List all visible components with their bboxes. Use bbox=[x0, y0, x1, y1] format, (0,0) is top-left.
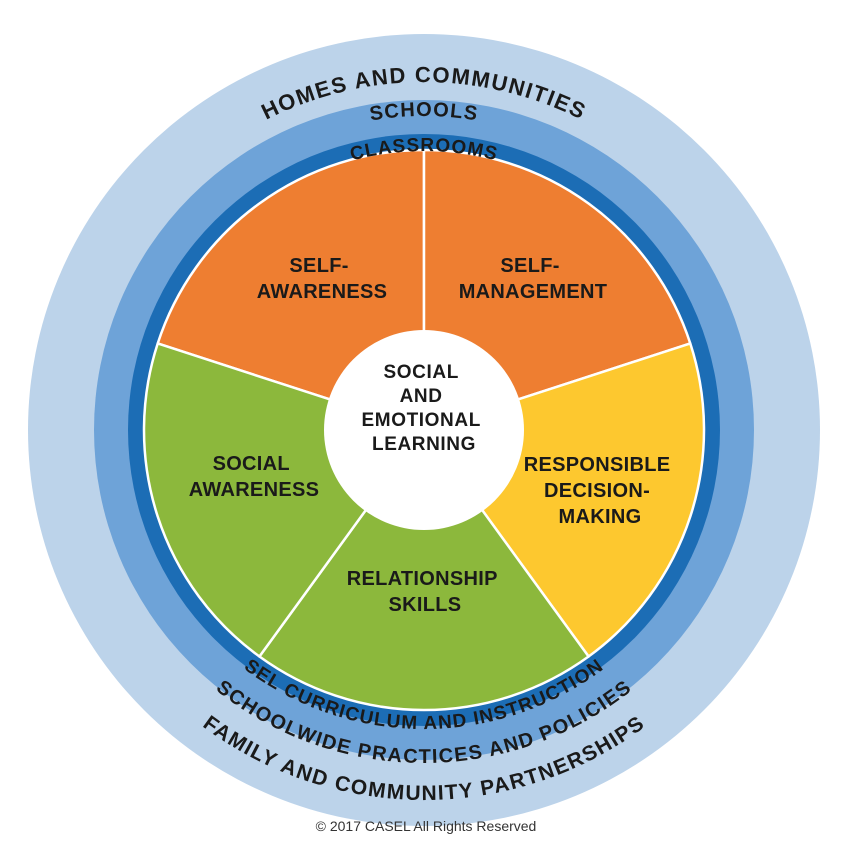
label-self-management: SELF- MANAGEMENT bbox=[459, 255, 608, 303]
center-label-sel: SOCIAL AND EMOTIONAL LEARNING bbox=[362, 362, 487, 455]
label-self-awareness: SELF- AWARENESS bbox=[257, 255, 388, 303]
center-circle bbox=[324, 330, 524, 530]
label-responsible-decision-making: RESPONSIBLE DECISION- MAKING bbox=[524, 454, 677, 528]
label-social-awareness: SOCIAL AWARENESS bbox=[189, 453, 320, 501]
segment-relationship-skills bbox=[258, 428, 590, 712]
label-relationship-skills: RELATIONSHIP SKILLS bbox=[347, 568, 504, 616]
copyright-notice: © 2017 CASEL All Rights Reserved bbox=[315, 818, 537, 834]
